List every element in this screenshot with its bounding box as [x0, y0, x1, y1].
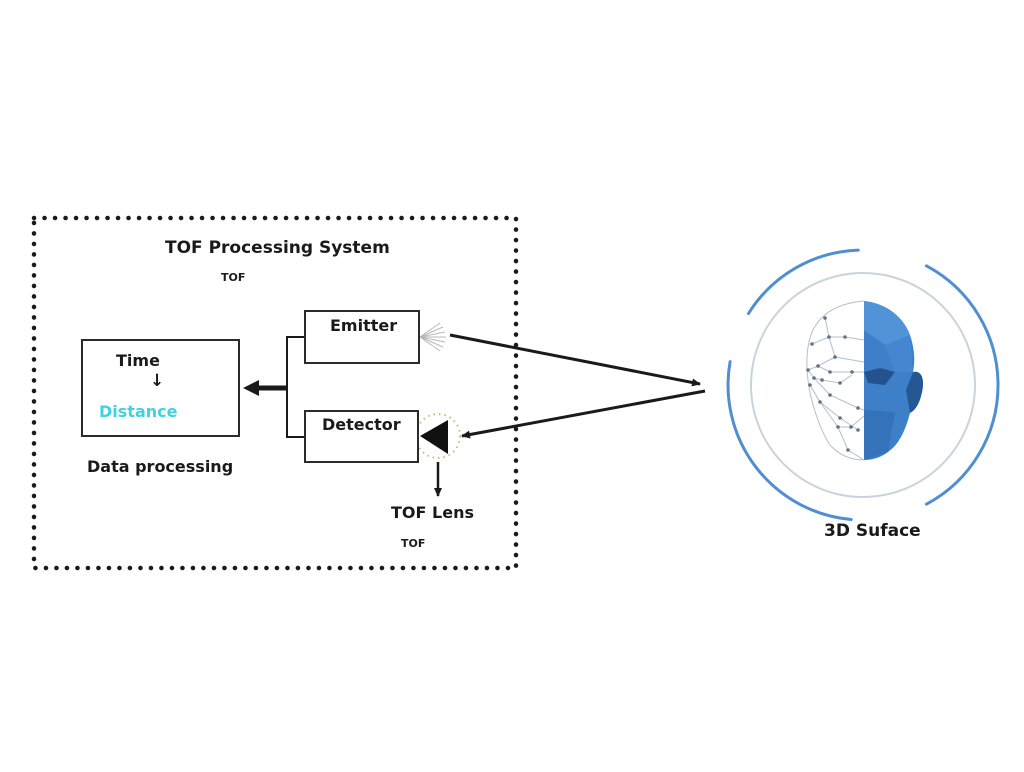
lens-dotted-halo — [415, 413, 461, 459]
wireframe-node — [856, 428, 860, 432]
system-boundary-dotted — [31, 215, 519, 571]
face-wireframe-half — [806, 300, 865, 461]
face-wireframe-nodes — [806, 316, 860, 452]
time-to-distance-arrow-icon: ↓ — [150, 371, 165, 391]
wireframe-node — [838, 416, 842, 420]
bus-arrow — [243, 380, 287, 396]
wireframe-node — [836, 425, 840, 429]
wireframe-node — [850, 370, 854, 374]
outer-arc-left-bottom — [726, 360, 853, 521]
detector-box — [304, 410, 419, 463]
emitted-light-ray — [449, 333, 701, 387]
system-title: TOF Processing System — [165, 238, 390, 258]
system-subtitle: TOF — [221, 271, 246, 284]
wireframe-node — [820, 378, 824, 382]
wireframe-node — [806, 368, 810, 372]
outer-arc-right — [924, 264, 1000, 506]
3d-surface-label: 3D Suface — [824, 521, 921, 541]
wireframe-node — [856, 406, 860, 410]
wireframe-node — [828, 370, 832, 374]
emitter-label: Emitter — [330, 316, 398, 335]
wireframe-node — [833, 355, 837, 359]
wireframe-node — [843, 335, 847, 339]
lens-triangle-icon — [420, 420, 448, 454]
data-processing-label: Data processing — [87, 457, 234, 476]
wireframe-node — [810, 342, 814, 346]
distance-label: Distance — [99, 402, 178, 421]
face-solid-half — [864, 301, 923, 460]
wireframe-node — [827, 335, 831, 339]
wireframe-node — [812, 376, 816, 380]
tof-lens-label: TOF Lens — [391, 503, 474, 522]
inner-ring — [750, 272, 976, 498]
wireframe-node — [818, 400, 822, 404]
wireframe-node — [828, 393, 832, 397]
time-label: Time — [116, 351, 160, 370]
bus-connector — [286, 336, 304, 438]
wireframe-node — [808, 383, 812, 387]
reflected-light-ray — [461, 389, 706, 439]
data-processing-box — [81, 339, 240, 437]
tof-lens-sublabel: TOF — [401, 537, 426, 550]
emitter-light-fan-icon — [419, 322, 446, 352]
wireframe-node — [846, 448, 850, 452]
wireframe-node — [838, 381, 842, 385]
emitter-box — [304, 310, 420, 364]
surface-rings — [726, 248, 1000, 521]
wireframe-node — [816, 364, 820, 368]
detector-label: Detector — [322, 415, 401, 434]
outer-arc-top — [747, 248, 860, 315]
wireframe-node — [823, 316, 827, 320]
wireframe-node — [849, 425, 853, 429]
